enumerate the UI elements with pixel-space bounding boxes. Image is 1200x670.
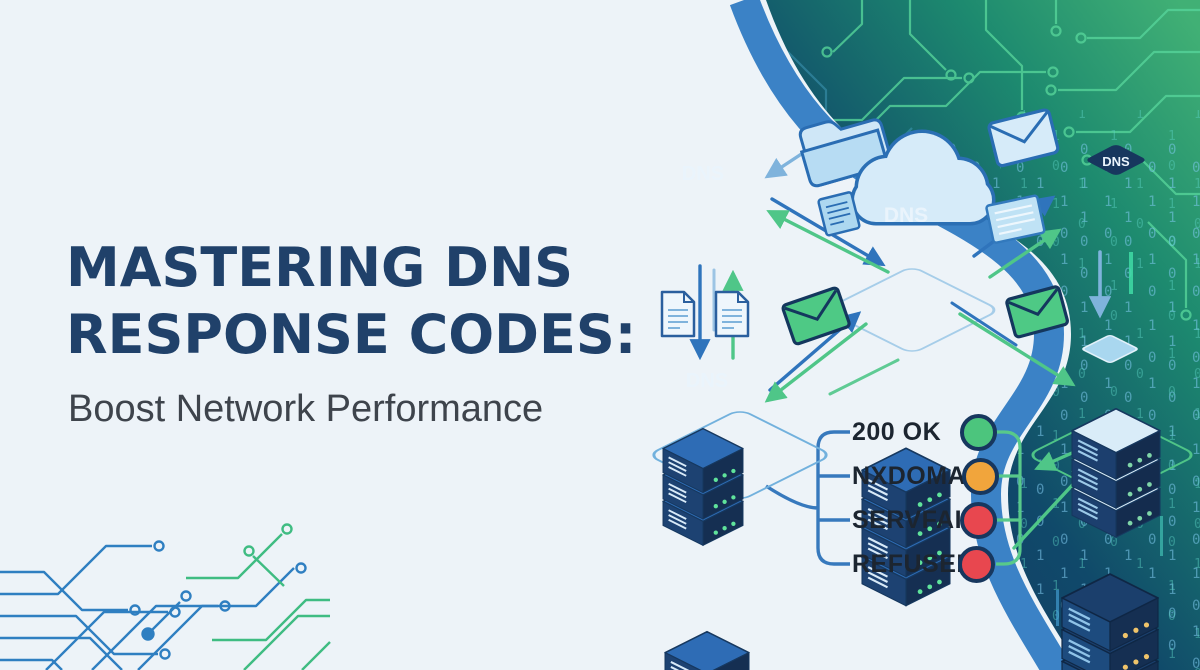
document-icon-right bbox=[714, 290, 750, 338]
title-line-1: MASTERING DNS bbox=[66, 236, 574, 299]
dns-badge bbox=[1087, 145, 1145, 175]
envelope-icon-green-right bbox=[1005, 285, 1069, 339]
document-icon-left bbox=[660, 290, 696, 338]
cloud-icon bbox=[850, 129, 996, 226]
server-screen bbox=[1082, 335, 1138, 363]
dns-server-top-left bbox=[663, 429, 743, 546]
note-card-icon-large bbox=[985, 194, 1046, 244]
envelope-icon-blue bbox=[987, 108, 1060, 168]
page-title: MASTERING DNS RESPONSE CODES: bbox=[66, 234, 636, 368]
note-card-icon-small bbox=[817, 191, 861, 237]
title-line-2: RESPONSE CODES: bbox=[66, 303, 637, 366]
dns-server-top-right bbox=[1072, 409, 1160, 537]
circuit-traces-corner bbox=[0, 523, 331, 670]
envelope-icon-green-left bbox=[781, 286, 851, 346]
dns-server-center bbox=[862, 448, 950, 606]
legend-bracket-right bbox=[996, 430, 1022, 566]
dns-label-top-left: DNS bbox=[682, 163, 724, 185]
dns-server-bottom-left bbox=[665, 632, 749, 670]
dns-label-center: DNS bbox=[884, 204, 928, 227]
legend-bracket-left bbox=[765, 430, 850, 566]
dns-label-top-right: DNS bbox=[1102, 154, 1130, 169]
page-subtitle: Boost Network Performance bbox=[68, 388, 544, 430]
dns-label-bottom-left: DNS bbox=[686, 370, 728, 392]
